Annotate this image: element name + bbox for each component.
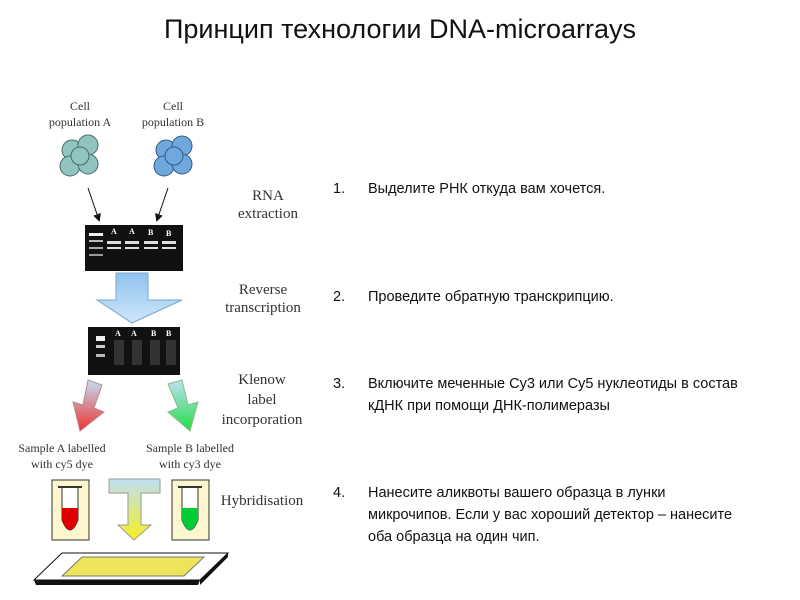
- step-text: Выделите РНК откуда вам хочется.: [368, 181, 606, 197]
- cell-cluster-b-icon: [153, 135, 193, 177]
- step-text: Нанесите аликвоты вашего образца в лунки…: [368, 485, 733, 545]
- svg-text:Cell: Cell: [163, 99, 184, 113]
- svg-text:Cell: Cell: [70, 99, 91, 113]
- cy5-label-arrow-icon: [72, 379, 105, 432]
- arrow-a-icon: [87, 187, 101, 222]
- stage-rna-extraction-label: RNA extraction: [238, 188, 298, 222]
- svg-text:B: B: [166, 229, 172, 238]
- svg-text:Sample A labelled: Sample A labelled: [18, 441, 105, 455]
- tube-a-icon: [51, 479, 90, 541]
- cell-label-b: Cell population B: [142, 99, 204, 129]
- step-text: Проведите обратную транскрипцию.: [368, 289, 614, 305]
- svg-text:B: B: [166, 329, 172, 338]
- step-3: 3. Включите меченные Cy3 или Cy5 нуклеот…: [333, 373, 753, 417]
- svg-text:with cy5 dye: with cy5 dye: [31, 457, 93, 471]
- svg-text:label: label: [247, 392, 276, 408]
- stage-reverse-transcription-label: Reverse transcription: [225, 282, 301, 316]
- step-1: 1. Выделите РНК откуда вам хочется.: [333, 178, 773, 200]
- microarray-slide-icon: [32, 552, 230, 585]
- svg-text:Reverse: Reverse: [239, 282, 288, 298]
- arrow-b-icon: [155, 187, 169, 222]
- sample-a-label: Sample A labelled with cy5 dye: [18, 441, 105, 471]
- svg-text:incorporation: incorporation: [222, 412, 303, 428]
- slide-title: Принцип технологии DNA-microarrays: [164, 14, 636, 44]
- step-text: Включите меченные Cy3 или Cy5 нуклеотиды…: [368, 376, 738, 414]
- svg-text:transcription: transcription: [225, 300, 301, 316]
- stage-klenow-label: Klenow label incorporation: [222, 372, 303, 428]
- svg-text:population A: population A: [49, 115, 112, 129]
- stage-hybridisation-label: Hybridisation: [221, 493, 304, 509]
- svg-text:A: A: [131, 329, 137, 338]
- reverse-transcription-arrow-icon: [95, 272, 183, 324]
- svg-text:with cy3 dye: with cy3 dye: [159, 457, 221, 471]
- svg-text:A: A: [115, 329, 121, 338]
- step-number: 1.: [333, 181, 346, 197]
- step-2: 2. Проведите обратную транскрипцию.: [333, 286, 773, 308]
- step-number: 2.: [333, 289, 346, 305]
- svg-text:Klenow: Klenow: [238, 372, 286, 388]
- step-number: 3.: [333, 376, 346, 392]
- step-4: 4. Нанесите аликвоты вашего образца в лу…: [333, 482, 753, 548]
- cy3-label-arrow-icon: [167, 379, 199, 432]
- svg-text:extraction: extraction: [238, 206, 298, 222]
- tube-b-icon: [171, 479, 210, 541]
- cell-cluster-a-icon: [59, 134, 99, 177]
- cell-label-a: Cell population A: [49, 99, 112, 129]
- step-number: 4.: [333, 485, 346, 501]
- svg-text:B: B: [151, 329, 157, 338]
- svg-text:B: B: [148, 228, 154, 237]
- sample-b-label: Sample B labelled with cy3 dye: [146, 441, 234, 471]
- svg-text:A: A: [129, 227, 135, 236]
- hybridisation-arrow-icon: [108, 478, 161, 541]
- svg-text:Sample B labelled: Sample B labelled: [146, 441, 234, 455]
- svg-text:population B: population B: [142, 115, 204, 129]
- svg-text:RNA: RNA: [252, 188, 284, 204]
- svg-text:A: A: [111, 227, 117, 236]
